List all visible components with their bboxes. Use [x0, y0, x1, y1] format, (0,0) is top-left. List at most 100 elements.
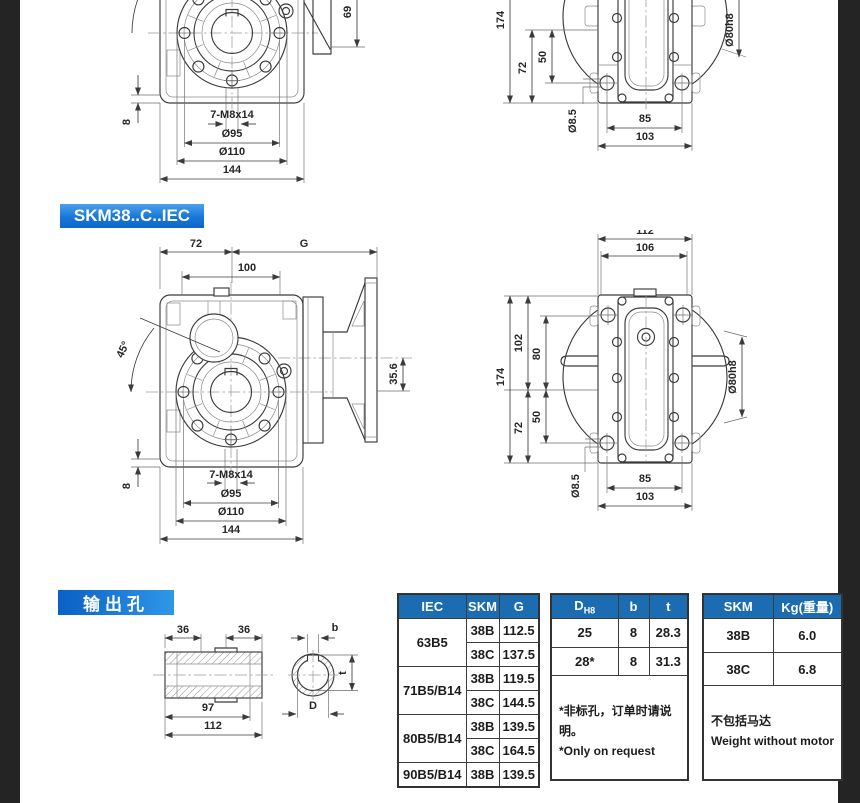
dim-112: 112 — [204, 720, 222, 732]
cell-g: 139.5 — [498, 714, 540, 739]
table-row: 38C 6.8 — [702, 651, 843, 687]
dim-d95: Ø95 — [221, 488, 242, 500]
dim-8: 8 — [121, 483, 133, 489]
col-header-skm: SKM — [702, 593, 774, 619]
dim-72: 72 — [190, 238, 202, 250]
shaft-dimensions: 36 36 97 112 — [164, 624, 263, 739]
dim-112: 112 — [636, 230, 654, 237]
dim-d80h8: Ø80h8 — [724, 13, 736, 47]
gearbox-top-view — [560, 288, 730, 464]
gearbox-front-view-cropped — [131, 0, 332, 110]
section-label-skm38: SKM38..C..IEC — [60, 204, 204, 228]
dim-102: 102 — [513, 334, 525, 352]
cell-t: 31.3 — [648, 646, 689, 677]
ear-bolts — [597, 305, 693, 453]
dim-d80h8: Ø80h8 — [727, 360, 739, 394]
gearbox-rear-view-cropped — [562, 0, 728, 112]
dim-50: 50 — [537, 51, 549, 63]
dim-36-right: 36 — [238, 624, 250, 636]
flange-bolts — [176, 0, 288, 89]
cell-g: 112.5 — [498, 618, 540, 643]
dim-174: 174 — [495, 367, 507, 386]
dim-97: 97 — [202, 702, 214, 714]
cell-skm: 38B — [465, 762, 500, 788]
dim-174: 174 — [495, 10, 507, 29]
dim-144: 144 — [223, 164, 242, 176]
cell-skm: 38C — [465, 642, 500, 667]
bore-dimensions: b t D — [282, 622, 358, 718]
table-row: 90B5/B14 38B 139.5 — [397, 762, 540, 788]
dim-7-m8x14: 7-M8x14 — [210, 109, 254, 121]
bore-note-cn: *非标孔，订单时请说明。 — [559, 704, 672, 739]
gear-spokes — [188, 15, 276, 77]
cell-kg: 6.8 — [772, 651, 843, 687]
col-header-d-h8: DH8 — [550, 593, 619, 619]
cell-kg: 6.0 — [772, 618, 843, 653]
section-label-output-bore: 输出孔 — [58, 590, 174, 615]
bore-cross-section — [288, 650, 338, 700]
notes-row: 不包括马达 Weight without motor — [702, 685, 843, 781]
table-row: 28* 8 31.3 — [550, 646, 689, 677]
cell-skm: 38B — [465, 618, 500, 643]
output-bore-drawing: 36 36 97 112 b t D — [153, 622, 358, 739]
col-header-skm: SKM — [465, 593, 500, 619]
table-row: 80B5/B14 38B 139.5 — [397, 714, 540, 763]
cell-iec: 63B5 — [397, 618, 467, 667]
dim-d95: Ø95 — [222, 128, 243, 140]
section-label-output-bore-text: 输出孔 — [83, 595, 149, 614]
top-drawing-cropped: 69 8 7-M8x14 Ø95 Ø110 144 — [121, 0, 747, 183]
dim-D: D — [309, 700, 317, 712]
cell-g: 139.5 — [498, 762, 540, 788]
dim-45deg: 45° — [114, 340, 132, 360]
cell-t: 28.3 — [648, 618, 689, 648]
cell-skm: 38B — [702, 618, 774, 653]
dim-8: 8 — [121, 119, 133, 125]
dim-d110: Ø110 — [218, 506, 244, 518]
dim-72: 72 — [517, 62, 529, 74]
dim-7-m8x14: 7-M8x14 — [209, 469, 253, 481]
dim-80: 80 — [531, 348, 543, 360]
dim-d110: Ø110 — [219, 146, 245, 158]
col-header-b: b — [617, 593, 650, 619]
cell-skm: 38C — [465, 738, 500, 763]
col-header-t: t — [648, 593, 689, 619]
dim-36-left: 36 — [177, 624, 189, 636]
hollow-shaft-section — [153, 647, 274, 703]
cell-d: 25 — [550, 618, 619, 648]
motor-flange — [302, 277, 378, 444]
notes-row: *非标孔，订单时请说明。 *Only on request — [550, 675, 689, 781]
cell-iec: 71B5/B14 — [397, 666, 467, 715]
cell-skm: 38C — [702, 651, 774, 687]
table-row: 38B 6.0 — [702, 618, 843, 653]
section-label-skm38-text: SKM38..C..IEC — [73, 206, 191, 225]
cell-skm: 38B — [465, 666, 500, 691]
dim-G: G — [300, 238, 309, 250]
gearbox-front-view — [139, 277, 412, 480]
cell-d: 28* — [550, 646, 619, 677]
table-row: 63B5 38B 112.5 — [397, 618, 540, 667]
weight-table: SKM Kg(重量) 38B 6.0 38C 6.8 不包括马达 Weight … — [702, 593, 843, 781]
dim-85: 85 — [639, 113, 651, 125]
dim-106: 106 — [636, 242, 654, 254]
skm38-drawing: 45° 72 G 100 35.6 8 7-M8x14 Ø95 Ø110 — [114, 230, 748, 544]
cell-skm: 38B — [465, 714, 500, 739]
dim-d8-5: Ø8.5 — [567, 109, 579, 133]
col-header-g: G — [498, 593, 540, 619]
dim-b: b — [332, 622, 339, 634]
bore-note-en: *Only on request — [559, 744, 656, 759]
dim-50: 50 — [531, 411, 543, 423]
dim-t: t — [337, 671, 349, 675]
front-view-dimensions: 69 8 7-M8x14 Ø95 Ø110 144 — [121, 0, 365, 183]
table-row: 71B5/B14 38B 119.5 — [397, 666, 540, 715]
weight-note-en: Weight without motor — [711, 734, 835, 749]
rear-view-dimensions: 174 72 50 Ø8.5 85 103 Ø80h8 — [495, 0, 747, 151]
bore-notes: *非标孔，订单时请说明。 *Only on request — [550, 675, 689, 781]
dim-d8-5: Ø8.5 — [570, 474, 582, 498]
cell-b: 8 — [617, 618, 650, 648]
dim-35-6: 35.6 — [388, 363, 400, 384]
dim-103: 103 — [636, 131, 654, 143]
table-row: 25 8 28.3 — [550, 618, 689, 648]
weight-note-cn: 不包括马达 — [711, 714, 772, 729]
cell-b: 8 — [617, 646, 650, 677]
col-header-kg: Kg(重量) — [772, 593, 843, 619]
